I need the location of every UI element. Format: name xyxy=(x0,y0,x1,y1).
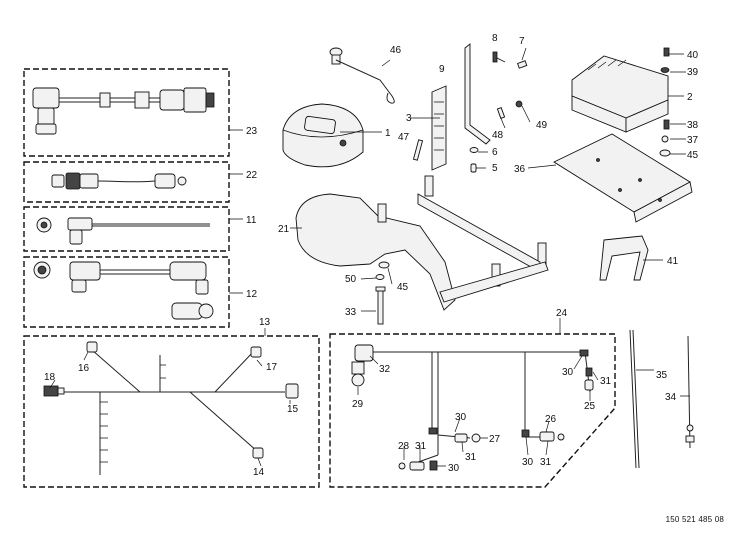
callout-31d: 31 xyxy=(540,457,552,468)
callout-31c: 31 xyxy=(465,452,477,463)
callout-12: 12 xyxy=(246,289,258,300)
callout-28: 28 xyxy=(398,441,410,452)
callout-47: 47 xyxy=(398,132,410,143)
hardware-items xyxy=(412,47,671,173)
callout-41: 41 xyxy=(667,256,679,267)
cable-assembly-12 xyxy=(33,261,214,320)
callout-38: 38 xyxy=(687,120,699,131)
cap-with-strap-46 xyxy=(329,47,395,104)
callout-11: 11 xyxy=(246,215,257,226)
callout-23: 23 xyxy=(246,126,258,137)
mounting-frame-21 xyxy=(295,175,549,311)
callout-22: 22 xyxy=(246,170,258,181)
callout-14: 14 xyxy=(253,467,265,478)
callout-48: 48 xyxy=(492,130,504,141)
callout-30b: 30 xyxy=(455,412,467,423)
mounting-plate-36 xyxy=(553,133,693,223)
callout-16: 16 xyxy=(78,363,90,374)
callout-31a: 31 xyxy=(600,376,612,387)
drawing-number: 150 521 485 08 xyxy=(665,515,724,524)
callout-30c: 30 xyxy=(448,463,460,474)
callout-18: 18 xyxy=(44,372,56,383)
washers-and-bolt xyxy=(375,261,390,325)
callout-37: 37 xyxy=(687,135,699,146)
callout-26: 26 xyxy=(545,414,557,425)
bracket-41 xyxy=(599,235,649,281)
kit-box-23 xyxy=(23,68,230,157)
callout-labels: 23 22 11 12 13 16 17 18 15 14 46 1 47 3 … xyxy=(44,33,699,478)
cable-assembly-22 xyxy=(51,172,187,190)
callout-5: 5 xyxy=(492,163,498,174)
callout-45b: 45 xyxy=(397,282,409,293)
kit-box-22 xyxy=(23,161,230,203)
terminal-strip-3 xyxy=(431,85,447,171)
callout-50: 50 xyxy=(345,274,357,285)
control-unit-2 xyxy=(571,55,669,133)
receiver-dome-1 xyxy=(282,103,364,168)
callout-15: 15 xyxy=(287,404,299,415)
cable-assembly-23 xyxy=(32,87,215,135)
callout-32: 32 xyxy=(379,364,391,375)
callout-1: 1 xyxy=(385,128,391,139)
kit-box-13 xyxy=(23,335,320,488)
callout-13: 13 xyxy=(259,317,271,328)
callout-39: 39 xyxy=(687,67,699,78)
callout-29: 29 xyxy=(352,399,364,410)
rods-34-35 xyxy=(629,329,695,469)
leader-lines xyxy=(49,47,690,467)
callout-45: 45 xyxy=(687,150,699,161)
callout-2: 2 xyxy=(687,92,693,103)
callout-25: 25 xyxy=(584,401,596,412)
cable-assembly-11 xyxy=(36,217,210,245)
callout-24: 24 xyxy=(556,308,568,319)
callout-36: 36 xyxy=(514,164,526,175)
callout-30d: 30 xyxy=(522,457,534,468)
callout-7: 7 xyxy=(519,36,525,47)
mounting-bracket-9 xyxy=(464,43,491,145)
callout-49: 49 xyxy=(536,120,548,131)
callout-34: 34 xyxy=(665,392,677,403)
callout-46: 46 xyxy=(390,45,402,56)
callout-35: 35 xyxy=(656,370,668,381)
kit-box-12 xyxy=(23,256,230,328)
callout-3: 3 xyxy=(406,113,412,124)
callout-31b: 31 xyxy=(415,441,427,452)
callout-30a: 30 xyxy=(562,367,574,378)
kit-box-11 xyxy=(23,206,230,252)
callout-40: 40 xyxy=(687,50,699,61)
callout-27: 27 xyxy=(489,434,501,445)
callout-17: 17 xyxy=(266,362,278,373)
kit-box-24 xyxy=(329,333,616,488)
callout-8: 8 xyxy=(492,33,498,44)
wiring-harness-24 xyxy=(351,344,594,471)
wiring-harness-13 xyxy=(43,341,299,475)
callout-9: 9 xyxy=(439,64,445,75)
callout-21: 21 xyxy=(278,224,290,235)
callout-6: 6 xyxy=(492,147,498,158)
callout-33: 33 xyxy=(345,307,357,318)
